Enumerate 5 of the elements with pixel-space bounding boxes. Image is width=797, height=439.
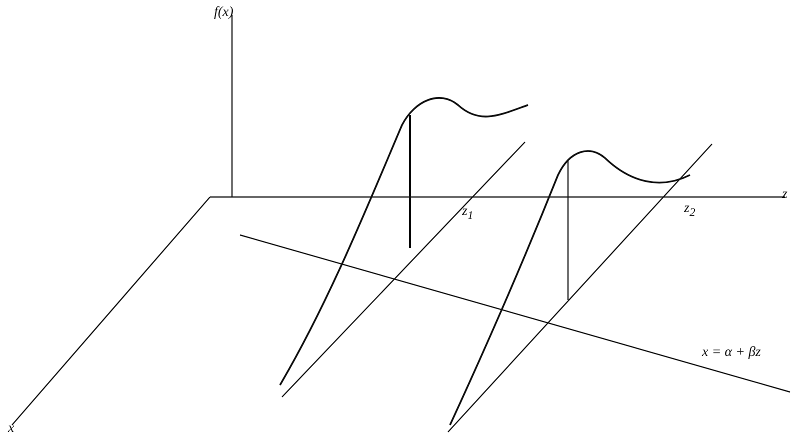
axis-label: x [8, 422, 14, 436]
equation-label: x = α + βz [702, 346, 761, 360]
tick-label: z$_{2}$ [684, 202, 696, 218]
tick-label: z$_{1}$ [462, 205, 474, 222]
axis-label: f(x) [214, 6, 234, 20]
